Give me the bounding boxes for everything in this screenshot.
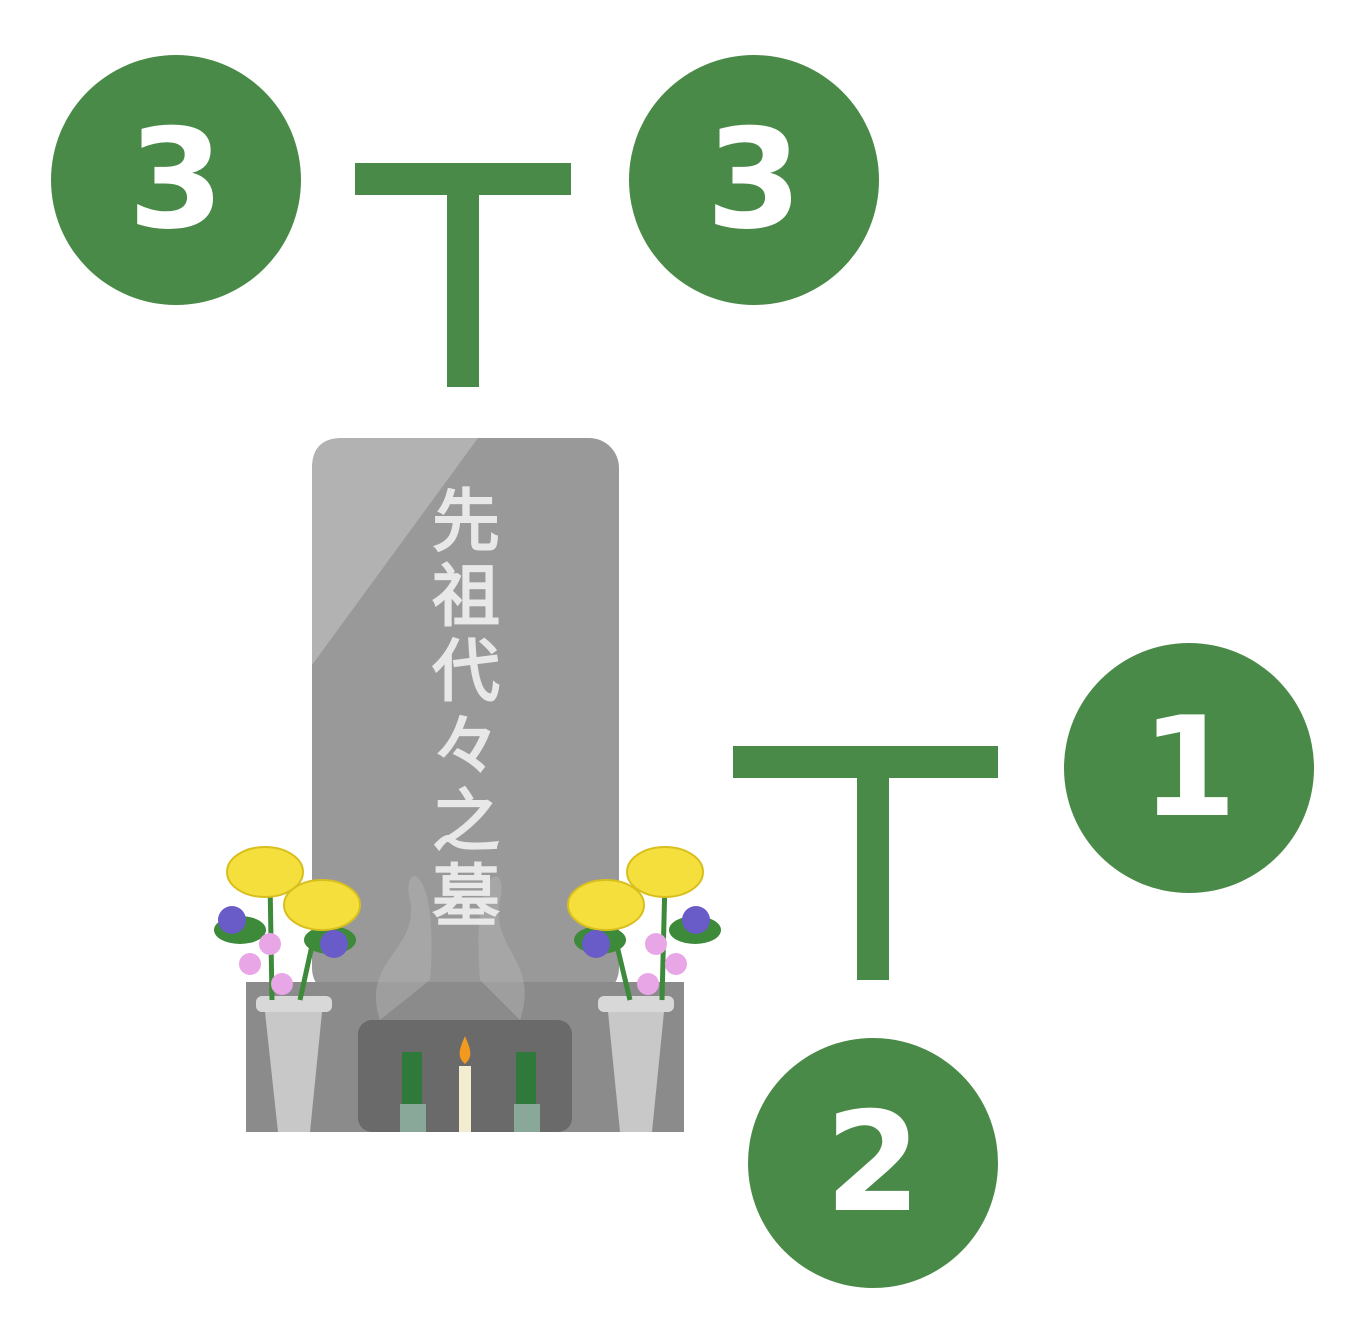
inscription-char: 墓 (432, 858, 501, 937)
number-badge-right: 1 (1064, 643, 1314, 893)
inscription-char: 之 (432, 783, 500, 862)
inscription-char: 祖 (432, 558, 500, 637)
number-badge-bottom: 2 (748, 1038, 998, 1288)
number-badge-top-left: 3 (51, 55, 301, 305)
t-shape-icon (355, 163, 571, 387)
t-shape-icon (733, 746, 998, 980)
inscription-char: 先 (432, 483, 500, 562)
number-badge-top-right: 3 (629, 55, 879, 305)
inscription-char: 々 (432, 708, 500, 787)
inscription-char: 代 (431, 633, 500, 712)
